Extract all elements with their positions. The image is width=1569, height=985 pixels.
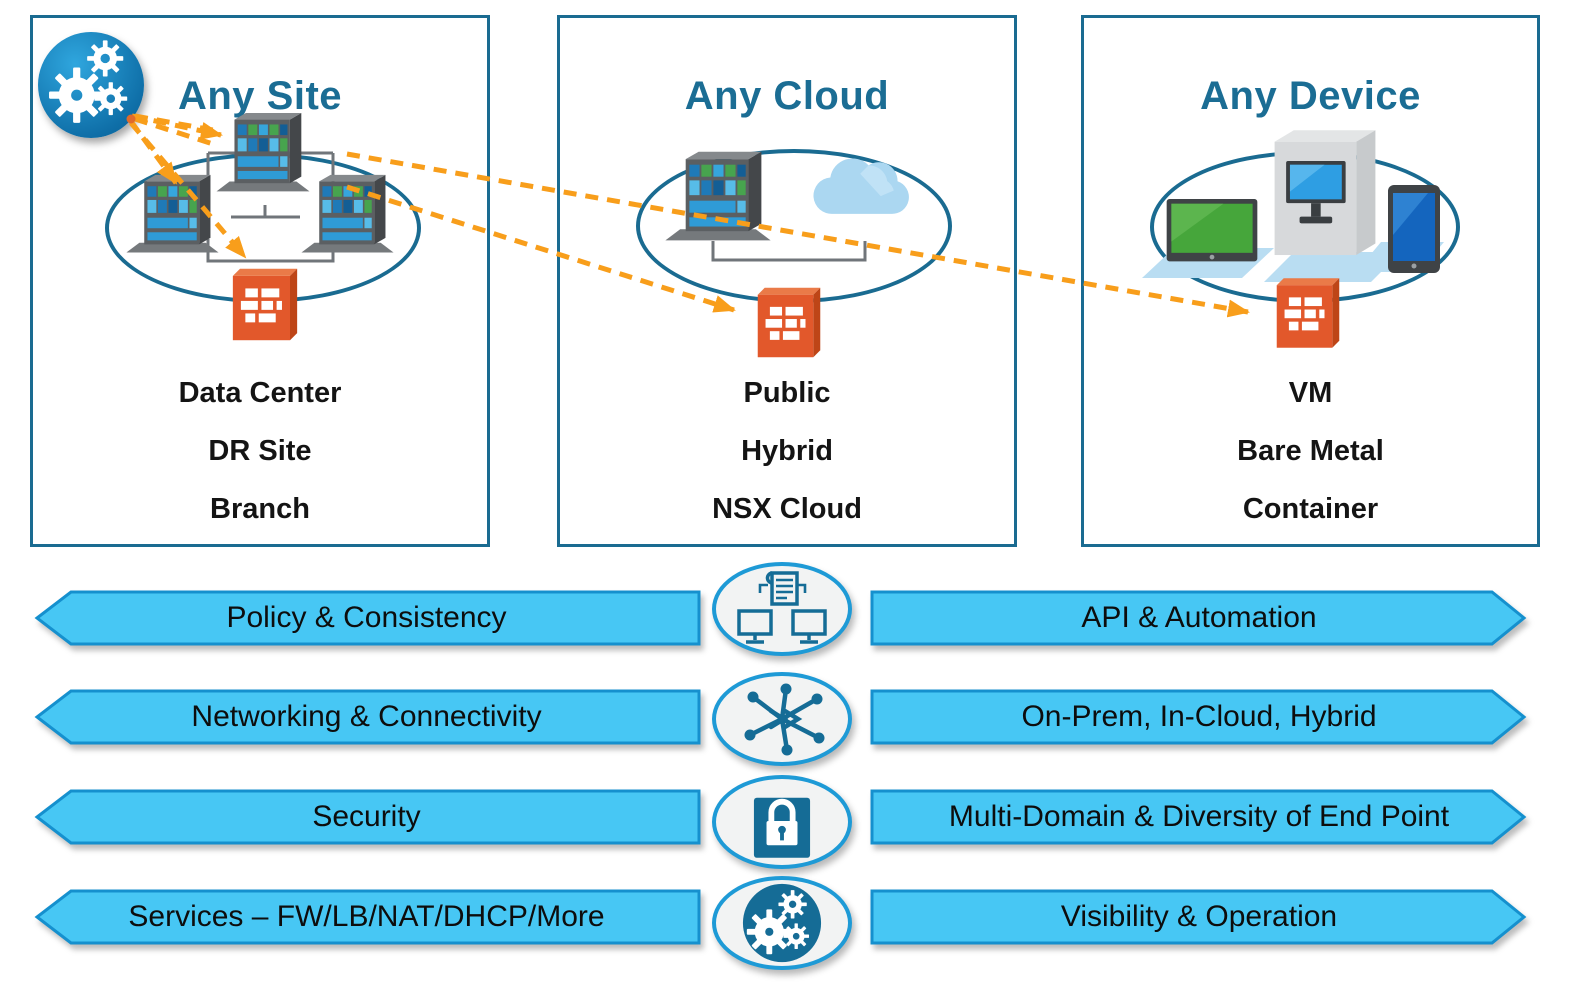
banner-label: API & Automation	[1081, 601, 1317, 634]
panel-any-device: Any Device	[1081, 15, 1540, 547]
left-arrow-shape	[34, 590, 701, 646]
banner-label: Multi-Domain & Diversity of End Point	[948, 800, 1450, 833]
list-item: Container	[1242, 493, 1379, 525]
banner-policy-consistency: Policy & Consistency	[33, 590, 701, 646]
panel-title: Any Site	[177, 74, 343, 118]
banner-security: Security	[33, 789, 701, 845]
banner-onprem-incloud-hybrid: On-Prem, In-Cloud, Hybrid	[870, 689, 1528, 745]
firewall-icon	[232, 268, 298, 341]
right-arrow-shape	[870, 689, 1527, 745]
banner-label: Services – FW/LB/NAT/DHCP/More	[128, 900, 605, 933]
tablet-icon	[1388, 185, 1440, 273]
site-type-list: Data Center DR Site Branch	[33, 364, 487, 538]
list-item: Hybrid	[741, 435, 833, 467]
right-arrow-shape	[870, 789, 1527, 845]
right-arrow-shape	[870, 590, 1527, 646]
panel-title: Any Cloud	[684, 74, 890, 118]
policy-document-monitors-icon	[712, 562, 852, 656]
lock-icon	[712, 775, 852, 869]
list-item: Branch	[210, 493, 310, 525]
building-icon	[665, 151, 771, 241]
gears-badge-icon	[38, 32, 144, 138]
network-branch-icon	[712, 672, 852, 766]
banner-label: Networking & Connectivity	[191, 700, 542, 733]
laptop-monitor-icon	[1166, 199, 1258, 262]
list-item: DR Site	[208, 435, 312, 467]
list-item: VM	[1288, 377, 1333, 409]
banner-label: Security	[312, 800, 421, 833]
left-arrow-shape	[34, 689, 701, 745]
banner-visibility-operation: Visibility & Operation	[870, 889, 1528, 945]
cloud-type-list: Public Hybrid NSX Cloud	[560, 364, 1014, 538]
left-arrow-shape	[34, 889, 701, 945]
firewall-icon	[1276, 278, 1340, 348]
banner-label: Visibility & Operation	[1060, 900, 1338, 933]
gears-icon	[712, 876, 852, 970]
list-item: Data Center	[178, 377, 342, 409]
building-icon	[126, 174, 219, 253]
list-item: NSX Cloud	[712, 493, 862, 525]
banner-services-fw-lb-nat-dhcp: Services – FW/LB/NAT/DHCP/More	[33, 889, 701, 945]
panel-any-cloud: Any Cloud Public Hybrid NSX Cloud	[557, 15, 1017, 547]
list-item: Public	[743, 377, 831, 409]
left-arrow-shape	[34, 789, 701, 845]
device-type-list: VM Bare Metal Container	[1084, 364, 1537, 538]
panel-any-site: Any Site Data Center DR Site Branch	[30, 15, 490, 547]
panel-title: Any Device	[1200, 74, 1421, 118]
banner-api-automation: API & Automation	[870, 590, 1528, 646]
cloud-icon	[813, 158, 909, 214]
firewall-icon	[757, 287, 821, 358]
banner-multidomain-endpoint: Multi-Domain & Diversity of End Point	[870, 789, 1528, 845]
right-arrow-shape	[870, 889, 1527, 945]
building-icon	[301, 174, 394, 253]
banner-label: On-Prem, In-Cloud, Hybrid	[1021, 700, 1377, 733]
banner-label: Policy & Consistency	[226, 601, 507, 634]
banner-networking-connectivity: Networking & Connectivity	[33, 689, 701, 745]
list-item: Bare Metal	[1237, 435, 1384, 467]
workstation-tower-icon	[1274, 130, 1376, 256]
